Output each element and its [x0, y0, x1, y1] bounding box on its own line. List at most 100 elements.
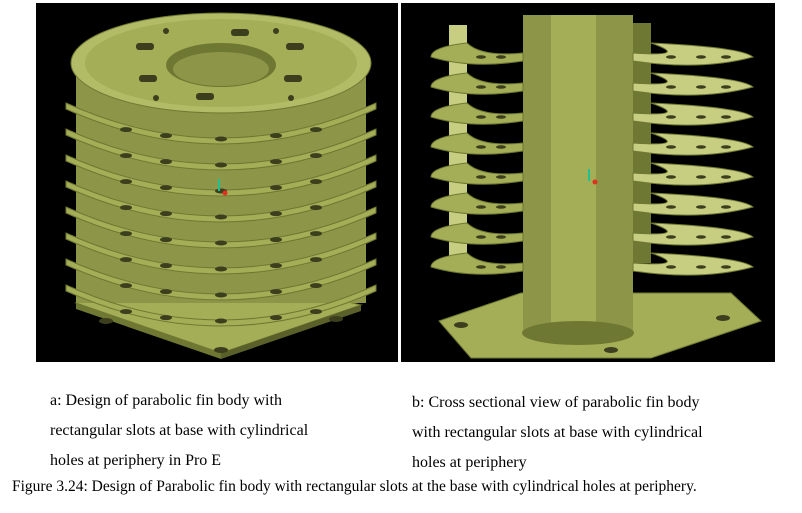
periphery-hole	[721, 115, 731, 119]
periphery-hole	[120, 179, 132, 185]
caption-b-line: holes at periphery	[412, 454, 527, 471]
periphery-hole	[215, 266, 227, 272]
periphery-hole	[496, 55, 506, 59]
periphery-hole	[721, 55, 731, 59]
periphery-hole	[215, 318, 227, 324]
periphery-hole	[721, 145, 731, 149]
periphery-hole	[215, 292, 227, 298]
periphery-hole	[310, 127, 322, 133]
periphery-hole	[270, 159, 282, 165]
fin-section-left	[430, 192, 524, 215]
periphery-hole	[310, 283, 322, 289]
periphery-hole	[696, 235, 706, 239]
fin-section-left	[430, 252, 524, 275]
fin-section-left	[430, 132, 524, 155]
periphery-hole	[696, 145, 706, 149]
periphery-hole	[496, 85, 506, 89]
periphery-hole	[270, 263, 282, 269]
caption-b-line: b: Cross sectional view of parabolic fin…	[412, 394, 700, 411]
periphery-hole	[310, 309, 322, 315]
caption-b: b: Cross sectional view of parabolic fin…	[412, 388, 792, 478]
fin-section-right	[632, 222, 755, 246]
periphery-hole	[696, 55, 706, 59]
periphery-hole	[476, 145, 486, 149]
periphery-hole	[270, 237, 282, 243]
periphery-hole	[696, 85, 706, 89]
axis-origin-marker	[592, 179, 598, 185]
periphery-hole	[476, 85, 486, 89]
periphery-hole	[215, 240, 227, 246]
fin-stack-section	[430, 42, 755, 276]
periphery-hole	[696, 205, 706, 209]
periphery-hole	[476, 265, 486, 269]
periphery-hole	[160, 185, 172, 191]
periphery-hole	[476, 115, 486, 119]
base-hole	[99, 318, 113, 324]
cross-section-render	[430, 15, 762, 359]
periphery-hole	[270, 289, 282, 295]
periphery-hole	[496, 205, 506, 209]
periphery-hole	[696, 265, 706, 269]
periphery-hole	[160, 263, 172, 269]
periphery-hole	[160, 289, 172, 295]
periphery-hole	[215, 162, 227, 168]
periphery-hole	[666, 205, 676, 209]
figure-caption: Figure 3.24: Design of Parabolic fin bod…	[12, 478, 697, 495]
periphery-hole	[120, 309, 132, 315]
periphery-hole	[666, 265, 676, 269]
periphery-hole	[476, 55, 486, 59]
periphery-hole	[120, 231, 132, 237]
fin-body-3d-view	[36, 3, 398, 362]
fin-section-right	[632, 102, 755, 126]
periphery-hole	[215, 136, 227, 142]
fin-stack	[65, 102, 377, 327]
fin-body-3d-render	[65, 12, 377, 359]
periphery-hole	[310, 205, 322, 211]
periphery-hole	[496, 175, 506, 179]
periphery-hole	[476, 235, 486, 239]
fin-section-right	[632, 252, 755, 276]
periphery-hole	[476, 205, 486, 209]
periphery-hole	[120, 257, 132, 263]
fin-section-left	[430, 72, 524, 95]
periphery-hole	[696, 115, 706, 119]
fin-section-left	[430, 42, 524, 65]
periphery-hole	[476, 175, 486, 179]
periphery-hole	[120, 153, 132, 159]
caption-a: a: Design of parabolic fin body with rec…	[50, 386, 390, 476]
periphery-hole	[721, 235, 731, 239]
periphery-hole	[215, 214, 227, 220]
periphery-hole	[496, 145, 506, 149]
periphery-hole	[496, 115, 506, 119]
base-hole	[329, 316, 343, 322]
fin-section-right	[632, 132, 755, 156]
base-hole	[214, 347, 228, 353]
periphery-hole	[310, 257, 322, 263]
fin-section-right	[632, 162, 755, 186]
fin-section-right	[632, 192, 755, 216]
periphery-hole	[270, 315, 282, 321]
caption-a-line: a: Design of parabolic fin body with	[50, 392, 282, 409]
periphery-hole	[496, 235, 506, 239]
periphery-hole	[666, 175, 676, 179]
periphery-hole	[310, 231, 322, 237]
periphery-hole	[270, 133, 282, 139]
periphery-hole	[721, 85, 731, 89]
periphery-hole	[160, 315, 172, 321]
caption-a-line: holes at periphery in Pro E	[50, 452, 222, 469]
axis-origin-marker	[222, 190, 228, 196]
periphery-hole	[120, 127, 132, 133]
periphery-hole	[160, 133, 172, 139]
periphery-hole	[721, 205, 731, 209]
periphery-hole	[160, 159, 172, 165]
fin-body-cross-section-view	[401, 3, 775, 362]
periphery-hole	[270, 185, 282, 191]
periphery-hole	[310, 179, 322, 185]
fin-section-left	[430, 162, 524, 185]
periphery-hole	[120, 283, 132, 289]
periphery-hole	[666, 145, 676, 149]
periphery-hole	[666, 115, 676, 119]
periphery-hole	[721, 265, 731, 269]
periphery-hole	[160, 211, 172, 217]
periphery-hole	[666, 235, 676, 239]
